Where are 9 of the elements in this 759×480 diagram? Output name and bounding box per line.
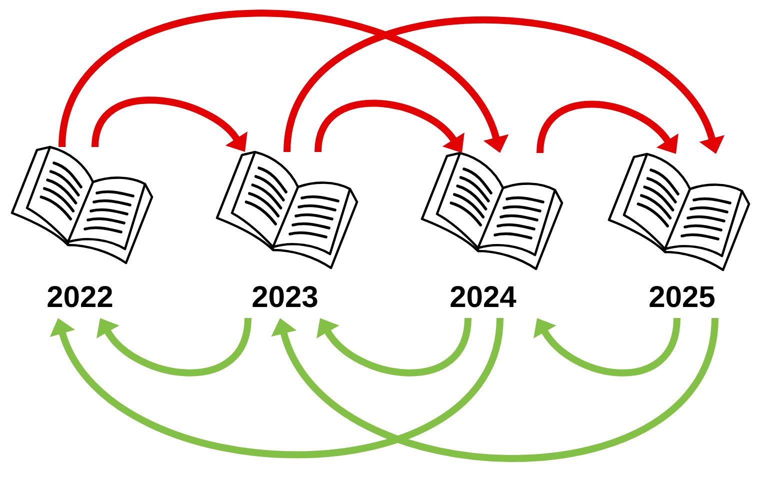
year-label: 2023 <box>252 286 318 308</box>
curved-arrow <box>271 317 718 462</box>
curved-arrow <box>534 318 680 376</box>
curved-arrow <box>50 317 504 458</box>
curved-arrow <box>96 318 252 376</box>
year-label: 2022 <box>48 286 112 308</box>
curved-arrow <box>316 318 472 376</box>
year-label: 2024 <box>450 286 516 308</box>
year-label: 2025 <box>650 286 715 308</box>
